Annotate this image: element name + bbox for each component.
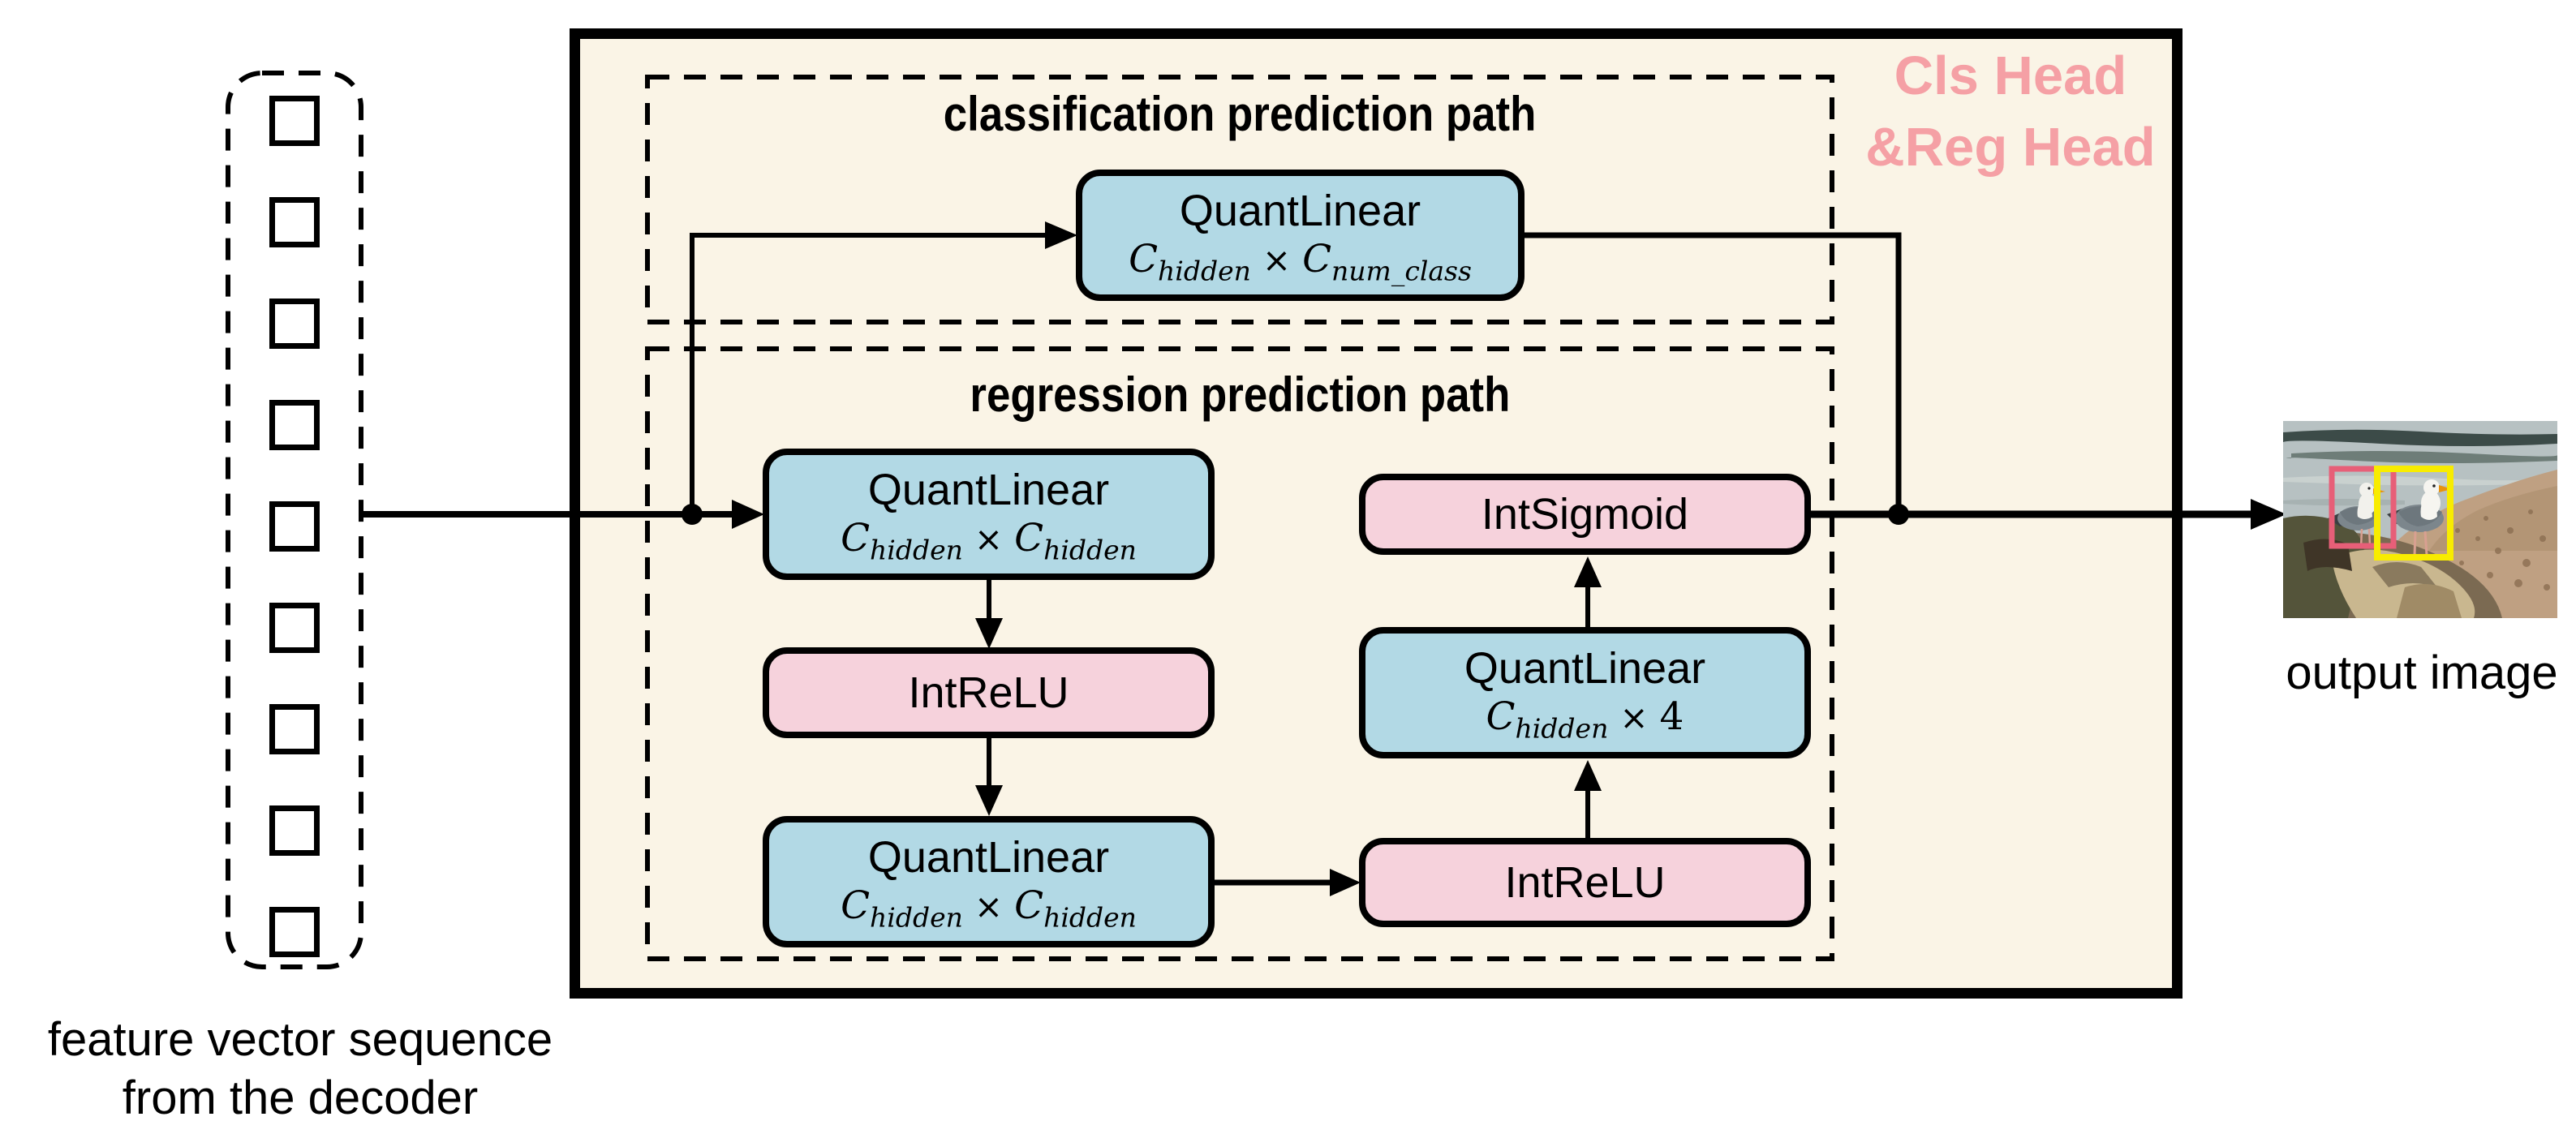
head-label-line1: Cls Head [1894,45,2127,106]
output-photo-seagulls [2283,421,2557,618]
feature-vector-square [269,400,320,450]
node-formula: Chidden×Chidden [841,883,1137,934]
feature-vector-square [269,197,320,247]
head-label: Cls Head &Reg Head [1824,41,2197,183]
input-caption: feature vector sequence from the decoder [0,1011,604,1128]
feature-vector-square [269,501,320,552]
node-title: QuantLinear [867,465,1110,514]
node-reg-intrelu1: IntReLU [763,647,1215,738]
node-reg-quantlinear3: QuantLinear Chidden×4 [1359,627,1811,758]
node-formula: Chidden×Chidden [841,516,1137,566]
node-formula: Chidden×4 [1486,694,1684,745]
feature-vector-square [269,603,320,653]
node-reg-intrelu2: IntReLU [1359,838,1811,927]
classification-path-title: classification prediction path [943,87,1537,141]
bbox-left-gull [2329,466,2397,549]
node-title: QuantLinear [1464,643,1706,693]
node-reg-quantlinear2: QuantLinear Chidden×Chidden [763,816,1215,947]
node-cls-quantlinear: QuantLinear Chidden×Cnum_class [1076,170,1525,301]
feature-vector-squares [244,96,345,957]
node-reg-quantlinear1: QuantLinear Chidden×Chidden [763,449,1215,580]
node-title: IntReLU [908,668,1069,717]
output-caption: output image [2286,646,2558,699]
node-title: IntReLU [1504,857,1666,907]
input-caption-line1: feature vector sequence [47,1013,553,1066]
feature-vector-square [269,805,320,856]
node-reg-intsigmoid: IntSigmoid [1359,474,1811,555]
input-caption-line2: from the decoder [122,1072,479,1124]
node-title: QuantLinear [1179,186,1421,235]
feature-vector-square [269,907,320,957]
head-label-line2: &Reg Head [1865,117,2156,178]
feature-vector-square [269,704,320,754]
node-title: IntSigmoid [1481,489,1689,539]
seagull-left [2328,483,2385,548]
bbox-right-gull [2374,466,2453,561]
regression-path-title: regression prediction path [970,367,1510,422]
output-arrowhead [2251,499,2286,530]
seagull-right [2387,479,2452,556]
feature-vector-square [269,299,320,349]
node-formula: Chidden×Cnum_class [1129,237,1472,287]
feature-vector-square [269,96,320,146]
node-title: QuantLinear [867,832,1110,882]
